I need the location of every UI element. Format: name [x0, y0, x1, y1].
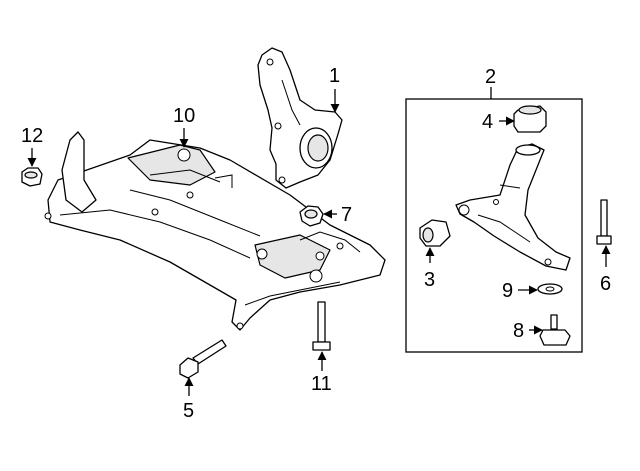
lower-control-arm[interactable] [455, 143, 571, 271]
callout-6: 6 [600, 273, 611, 295]
leader-lines [27, 87, 611, 396]
callout-12: 12 [21, 125, 43, 147]
callout-11: 11 [311, 373, 332, 395]
callout-labels: 1 2 3 4 5 6 7 8 9 10 11 12 [21, 65, 611, 422]
ball-joint-8[interactable] [539, 314, 571, 346]
callout-8: 8 [513, 320, 524, 342]
bolt-6[interactable] [596, 199, 612, 245]
bushing-3[interactable] [419, 219, 451, 247]
callout-9: 9 [502, 280, 513, 302]
steering-knuckle[interactable] [257, 47, 343, 189]
callout-2: 2 [485, 66, 496, 88]
callout-7: 7 [341, 204, 352, 226]
callout-10: 10 [173, 105, 195, 127]
nut-7[interactable] [299, 205, 324, 227]
callout-3: 3 [424, 269, 435, 291]
bolt-5[interactable] [179, 339, 227, 379]
callout-5: 5 [183, 400, 194, 422]
control-arm-group-box [405, 98, 583, 353]
nut-12[interactable] [21, 167, 43, 187]
crossmember-subframe[interactable] [44, 131, 386, 331]
callout-4: 4 [482, 111, 493, 133]
bushing-4[interactable] [513, 105, 547, 133]
washer-9[interactable] [537, 283, 563, 295]
callout-1: 1 [329, 65, 340, 87]
bolt-11[interactable] [312, 301, 331, 351]
